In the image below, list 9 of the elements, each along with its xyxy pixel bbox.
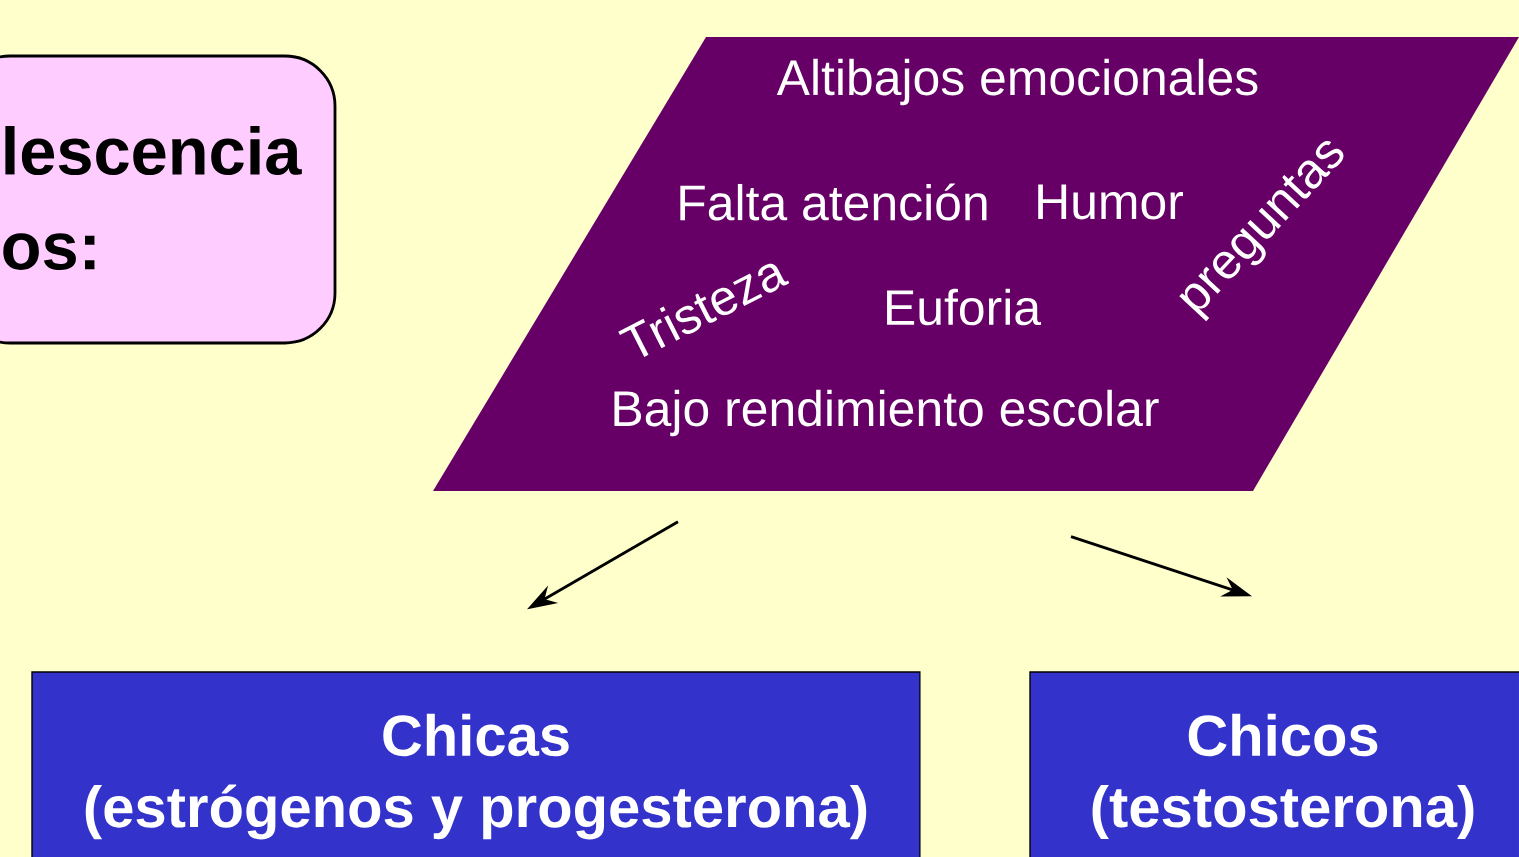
symptom-text: Altibajos emocionales [776,58,1258,106]
box-text: (estrógenos y progesterona) [85,784,867,840]
symptom-text: Euforia [887,288,1042,326]
box-text: Chicas [383,713,569,757]
title-text: lescencia os: [3,126,302,270]
box-text: (testosterona) [1092,785,1474,839]
symptom-text: Falta atención [680,183,987,221]
box-text: Chicos [1188,713,1378,757]
symptom-text: Bajo rendimiento escolar [614,389,1159,437]
